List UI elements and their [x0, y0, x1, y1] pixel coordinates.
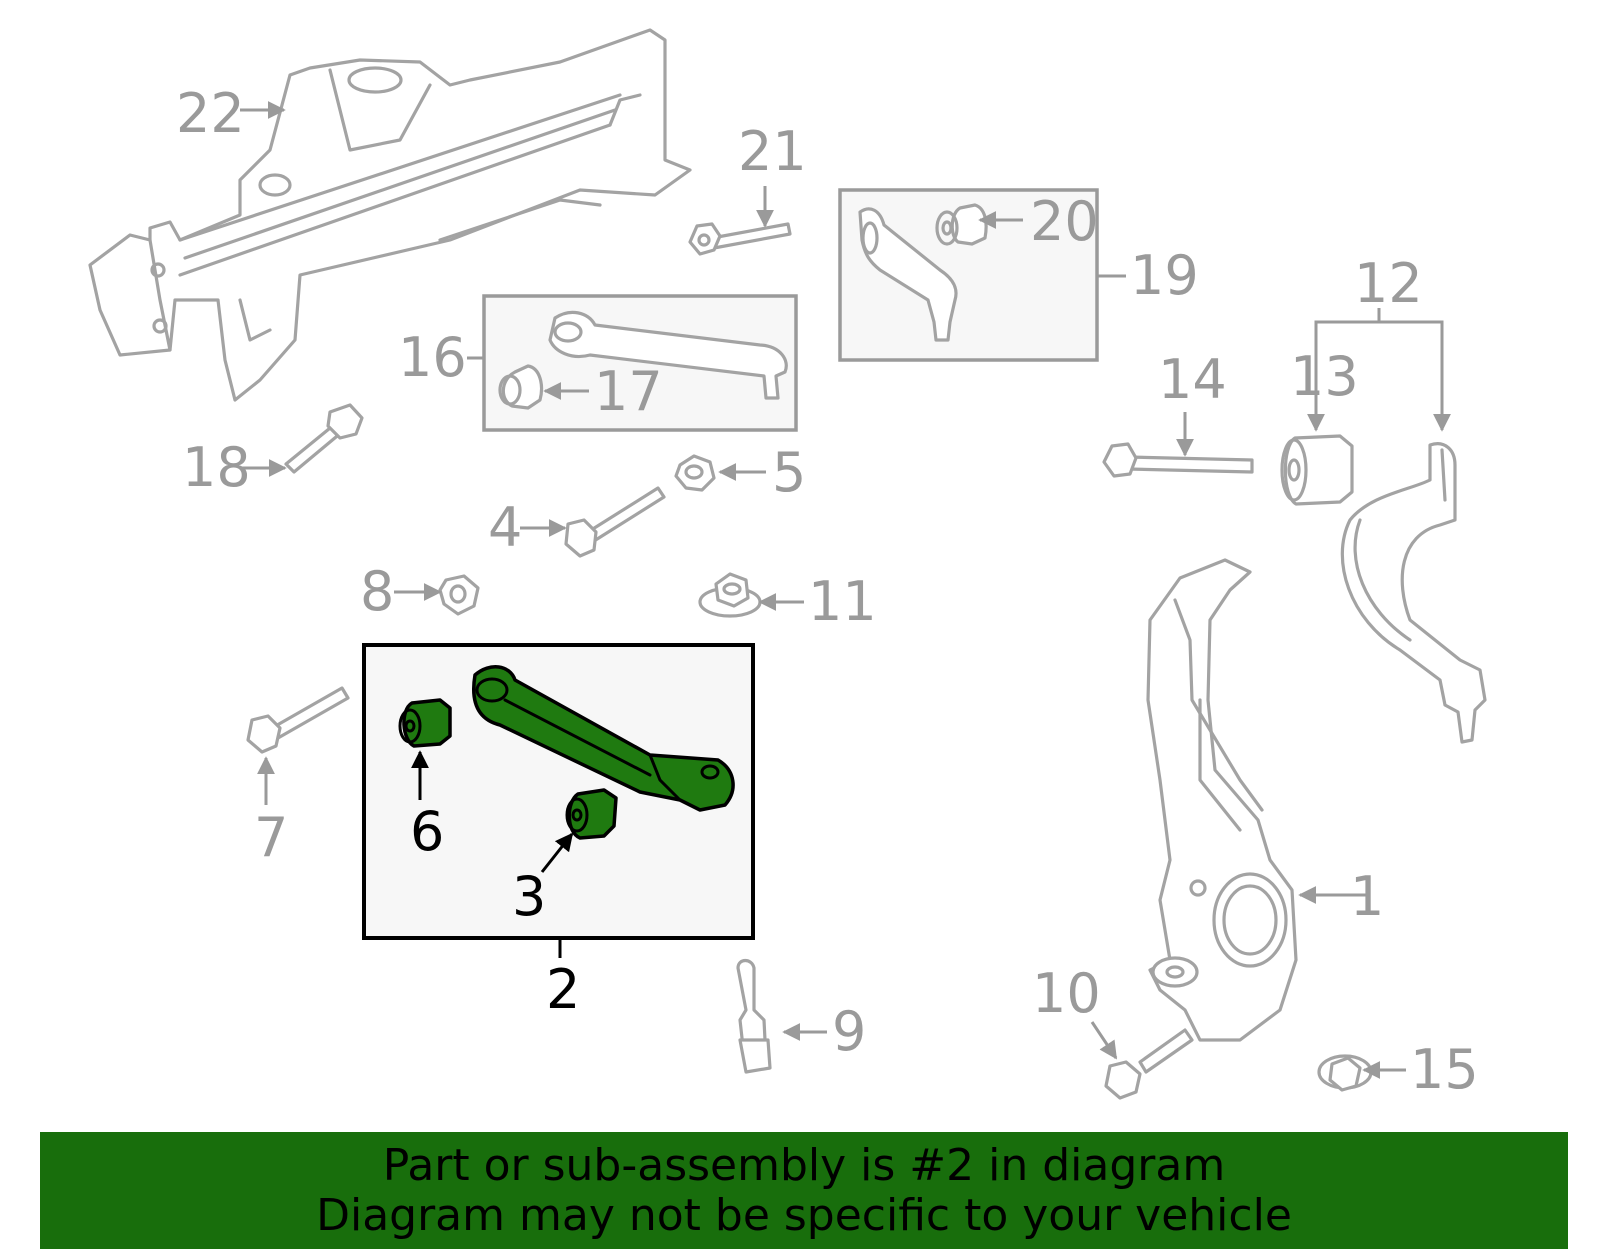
part-19-group: [838, 188, 1099, 362]
callout-6: 6: [410, 800, 444, 863]
part-11-flange-nut: [698, 572, 762, 618]
part-2-control-arm: [472, 665, 735, 812]
callout-10: 10: [1032, 962, 1101, 1025]
callout-13: 13: [1290, 345, 1359, 408]
part-21-bolt: [688, 222, 792, 256]
part-15-nut: [1317, 1054, 1373, 1092]
callout-20: 20: [1030, 190, 1099, 253]
part-18-bolt: [284, 403, 364, 474]
callout-8: 8: [360, 560, 394, 623]
part-1-knuckle: [1146, 558, 1298, 1042]
callout-21: 21: [738, 120, 807, 183]
callout-2: 2: [546, 958, 580, 1021]
callout-9: 9: [832, 1000, 866, 1063]
part-6-bushing: [402, 698, 452, 748]
part-10-bolt: [1104, 1028, 1194, 1100]
callout-17: 17: [594, 360, 663, 423]
part-7-bolt: [246, 686, 350, 754]
callout-12: 12: [1354, 252, 1423, 315]
part-8-nut: [438, 574, 480, 616]
callout-14: 14: [1158, 348, 1227, 411]
callout-19: 19: [1130, 244, 1199, 307]
part-9-ball-joint: [736, 958, 772, 1074]
info-banner: Part or sub-assembly is #2 in diagram Di…: [40, 1132, 1568, 1249]
callout-7: 7: [254, 806, 288, 869]
callout-18: 18: [182, 436, 251, 499]
part-4-bolt: [564, 486, 666, 558]
callout-5: 5: [772, 441, 806, 504]
part-14-bolt: [1102, 442, 1254, 478]
part-13-bushing: [1280, 434, 1354, 506]
part-16-group: [482, 294, 798, 432]
part-2-group: [362, 643, 755, 940]
callout-1: 1: [1350, 865, 1384, 928]
callout-4: 4: [488, 496, 522, 559]
banner-line-2: Diagram may not be specific to your vehi…: [316, 1189, 1292, 1241]
part-12-arm: [1340, 442, 1487, 744]
callout-15: 15: [1410, 1038, 1479, 1101]
callout-16: 16: [398, 326, 467, 389]
part-5-nut: [674, 454, 716, 492]
callout-11: 11: [808, 570, 877, 633]
part-22-subframe: [88, 28, 692, 402]
callout-22: 22: [176, 82, 245, 145]
callout-3: 3: [512, 865, 546, 928]
banner-line-1: Part or sub-assembly is #2 in diagram: [382, 1139, 1226, 1191]
